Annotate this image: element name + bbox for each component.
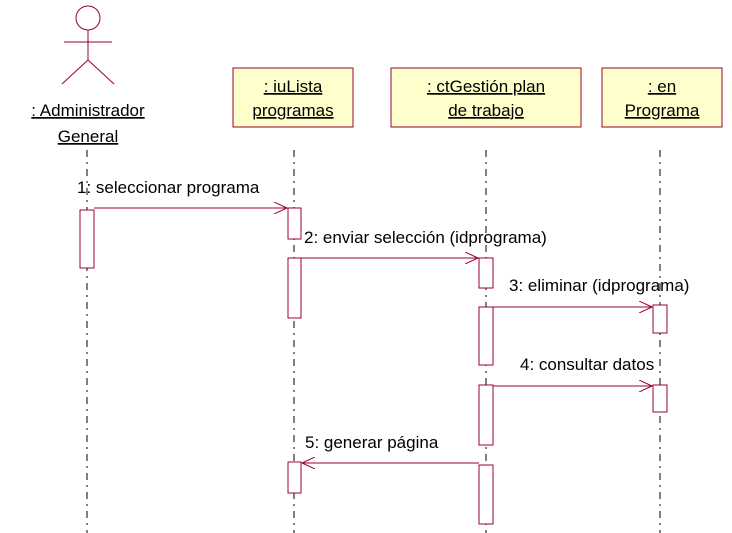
object-enprograma-line2: Programa [625,101,700,120]
actor-name-line2: General [58,127,118,146]
object-iulista-line2: programas [252,101,333,120]
object-iulista-programas: : iuLista programas [232,67,354,128]
message-label-4: 4: consultar datos [520,355,654,374]
activation-ctgestion-2 [478,306,494,366]
activation-enprograma-2 [652,384,668,413]
object-ctgestion-line2: de trabajo [448,101,524,120]
activation-ctgestion-4 [478,464,494,525]
object-ctgestion-plan: : ctGestión plan de trabajo [390,67,582,128]
activation-ctgestion-1 [478,257,494,289]
actor-icon [61,5,115,85]
object-ctgestion-line1: : ctGestión plan [427,77,545,96]
object-enprograma-line1: : en [648,77,676,96]
message-label-3: 3: eliminar (idprograma) [509,276,689,295]
activation-enprograma-1 [652,304,668,334]
activation-administrador [79,209,95,269]
message-label-5: 5: generar página [305,433,439,452]
object-en-programa: : en Programa [601,67,723,128]
object-iulista-line1: : iuLista [264,77,323,96]
message-label-1: 1: seleccionar programa [77,178,260,197]
activation-iulista-3 [287,461,302,494]
activation-ctgestion-3 [478,384,494,446]
activation-iulista-2 [287,257,302,319]
message-label-2: 2: enviar selección (idprograma) [304,228,547,247]
activation-iulista-1 [287,207,302,240]
actor-name-line1: : Administrador [31,101,145,120]
